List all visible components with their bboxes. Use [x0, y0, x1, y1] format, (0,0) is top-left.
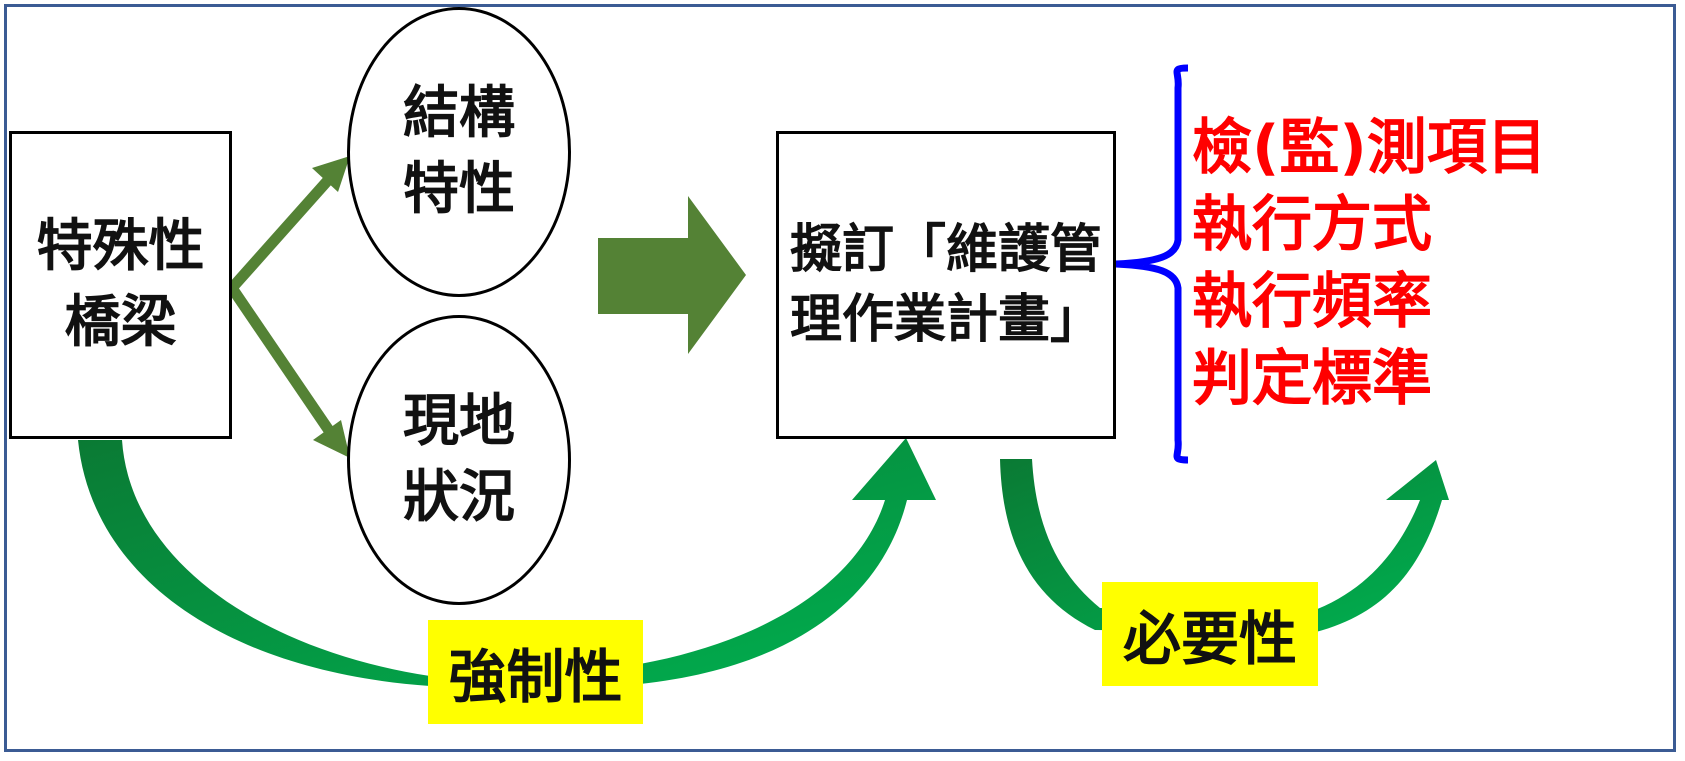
- plan-item: 判定標準: [1192, 344, 1432, 414]
- maintenance-plan-box: 擬訂「維護管 理作業計畫」: [776, 131, 1116, 439]
- mandatory-label: 強制性: [428, 620, 643, 724]
- necessity-label-text: 必要性: [1122, 605, 1297, 673]
- blue-brace: [1115, 64, 1189, 464]
- structural-characteristics-circle: 結構 特性: [347, 7, 571, 297]
- branch-arrow-down: [227, 284, 350, 458]
- block-arrow-right: [598, 196, 746, 354]
- branch-arrow-up: [227, 156, 350, 292]
- plan-item: 執行頻率: [1192, 267, 1432, 337]
- plan-item: 執行方式: [1192, 190, 1432, 260]
- structural-characteristics-text: 結構 特性: [403, 81, 515, 222]
- special-bridge-text: 特殊性 橋梁: [36, 214, 205, 355]
- site-conditions-text: 現地 狀況: [403, 389, 515, 530]
- special-bridge-box: 特殊性 橋梁: [9, 131, 232, 439]
- maintenance-plan-text: 擬訂「維護管 理作業計畫」: [789, 219, 1102, 350]
- plan-item-list: 檢(監)測項目 執行方式 執行頻率 判定標準: [1192, 110, 1547, 418]
- mandatory-label-text: 強制性: [448, 643, 623, 711]
- necessity-label: 必要性: [1102, 582, 1318, 686]
- site-conditions-circle: 現地 狀況: [347, 315, 571, 605]
- plan-item: 檢(監)測項目: [1192, 113, 1547, 183]
